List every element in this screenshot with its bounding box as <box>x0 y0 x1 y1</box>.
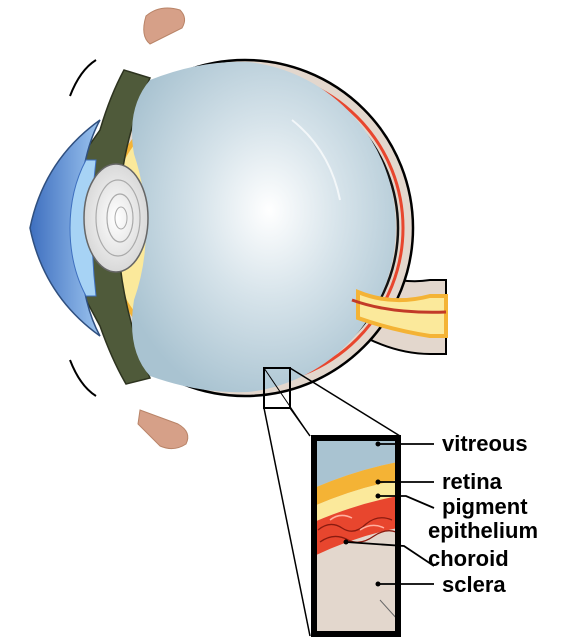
projection-line-1 <box>264 408 310 636</box>
label-vitreous: vitreous <box>442 431 528 456</box>
lower-muscle <box>138 410 188 449</box>
label-epithelium: epithelium <box>428 518 538 543</box>
vitreous-dot <box>376 442 381 447</box>
pigment-dot <box>376 494 381 499</box>
choroid-dot <box>344 540 349 545</box>
upper-muscle <box>144 8 185 44</box>
lower-eyelid-line <box>70 360 96 396</box>
label-pigment: pigment <box>442 494 528 519</box>
upper-eyelid-line <box>70 60 96 96</box>
cross-section <box>314 438 398 634</box>
label-sclera: sclera <box>442 572 506 597</box>
label-choroid: choroid <box>428 546 509 571</box>
retina-dot <box>376 480 381 485</box>
projection-line-3 <box>290 368 400 436</box>
label-retina: retina <box>442 469 503 494</box>
sclera-dot <box>376 582 381 587</box>
